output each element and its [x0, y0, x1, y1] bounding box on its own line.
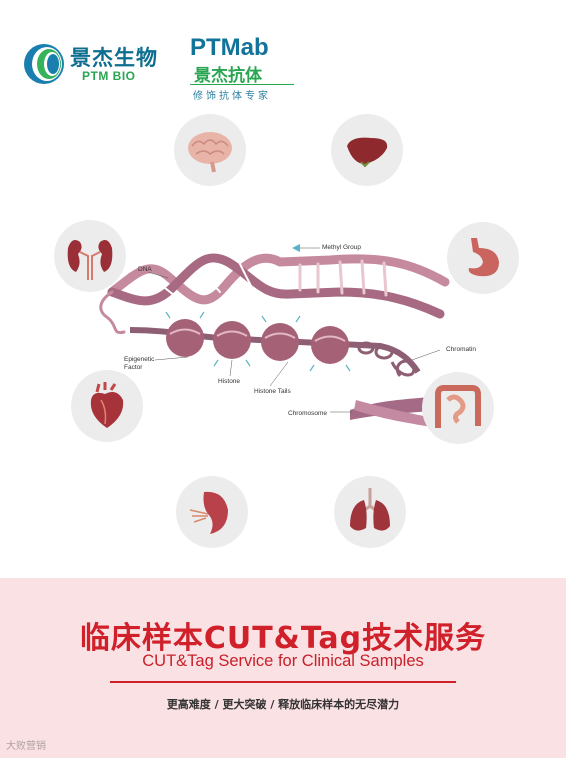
brain-organ-circle: [174, 114, 246, 186]
chromatin-coil: [357, 341, 416, 377]
kidney-icon: [67, 240, 113, 280]
stomach-organ-circle: [447, 222, 519, 294]
ptmbio-logo: 景杰生物 PTM BIO: [22, 40, 172, 88]
ptmbio-name-cn: 景杰生物: [70, 46, 158, 70]
brain-icon: [188, 132, 232, 173]
label-chromatin: Chromatin: [446, 346, 476, 353]
ptmab-name-cn: 景杰抗体: [194, 66, 262, 86]
nucleosomes: [165, 311, 351, 372]
chromosome: [350, 396, 442, 428]
watermark: 大败营销: [6, 741, 46, 752]
stomach-icon: [468, 238, 499, 277]
methyl-group-marker: [292, 244, 300, 252]
title-divider: [110, 681, 456, 683]
liver-icon: [347, 137, 388, 168]
label-epigenetic-line2: Factor: [124, 363, 143, 371]
label-histone: Histone: [218, 378, 241, 385]
intestine-icon: [435, 385, 481, 428]
label-chromosome: Chromosome: [288, 410, 328, 417]
lungs-icon: [350, 488, 390, 531]
ptmab-divider: [190, 84, 294, 85]
lungs-organ-circle: [334, 476, 406, 548]
spleen-organ-circle: [176, 476, 248, 548]
intestine-organ-circle: [422, 372, 494, 444]
heart-icon: [90, 382, 124, 428]
ptmbio-name-en: PTM BIO: [82, 69, 136, 83]
ptmab-tagline: 修饰抗体专家: [193, 91, 271, 102]
kidney-organ-circle: [54, 220, 126, 292]
tagline: 更高难度 / 更大突破 / 释放临床样本的无尽潜力: [166, 698, 400, 711]
chromatin-illustration: [99, 244, 450, 428]
label-methyl-group: Methyl Group: [322, 244, 362, 251]
spleen-icon: [189, 491, 228, 534]
ptmab-name-en: PTMab: [190, 34, 269, 61]
heart-organ-circle: [71, 370, 143, 442]
title-cn: 临床样本CUT&Tag技术服务: [79, 621, 487, 656]
label-epigenetic-line1: Epigenetic: [124, 356, 155, 363]
title-en: CUT&Tag Service for Clinical Samples: [142, 652, 424, 670]
label-dna: DNA: [138, 266, 152, 273]
dna-helix: [99, 253, 450, 335]
liver-organ-circle: [331, 114, 403, 186]
label-epigenetic-factor: Epigenetic Factor: [124, 356, 154, 371]
ptmab-logo: PTMab 景杰抗体 修饰抗体专家: [190, 34, 300, 102]
ptmbio-logo-mark-icon: [24, 44, 64, 84]
label-histone-tails: Histone Tails: [254, 388, 291, 395]
title-banner: [0, 578, 566, 758]
